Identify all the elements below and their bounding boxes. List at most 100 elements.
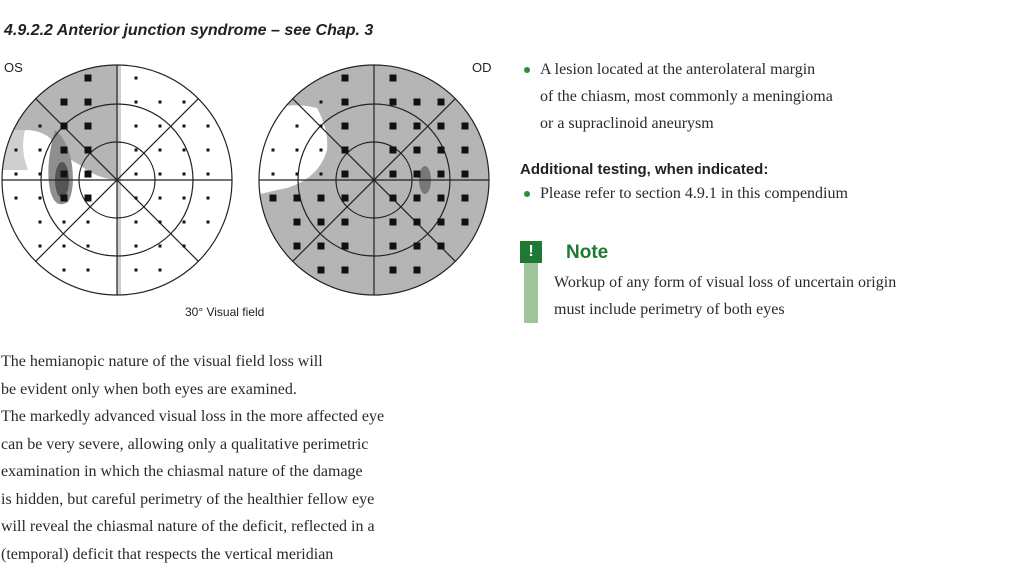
body-line: is hidden, but careful perimetry of the …	[1, 490, 375, 508]
dense-defect-point	[461, 170, 469, 178]
dense-defect-point	[389, 74, 397, 82]
dense-defect-point	[341, 170, 349, 178]
normal-test-point	[182, 172, 186, 176]
normal-test-point	[182, 244, 186, 248]
dense-defect-point	[341, 74, 349, 82]
normal-test-point	[134, 148, 138, 152]
normal-test-point	[206, 148, 210, 152]
normal-test-point	[295, 172, 299, 176]
normal-test-point	[62, 220, 66, 224]
normal-test-point	[206, 124, 210, 128]
dense-defect-point	[341, 266, 349, 274]
list-item-line: A lesion located at the anterolateral ma…	[540, 61, 816, 78]
normal-test-point	[206, 172, 210, 176]
body-paragraph: The hemianopic nature of the visual fiel…	[1, 348, 511, 568]
normal-test-point	[62, 244, 66, 248]
normal-test-point	[158, 268, 162, 272]
dense-defect-point	[60, 98, 68, 106]
dense-defect-point	[389, 266, 397, 274]
dense-defect-point	[293, 218, 301, 226]
normal-test-point	[182, 148, 186, 152]
list-item: Please refer to section 4.9.1 in this co…	[520, 180, 1010, 207]
normal-test-point	[158, 220, 162, 224]
body-line: (temporal) deficit that respects the ver…	[1, 545, 334, 563]
dense-defect-point	[84, 146, 92, 154]
dense-defect-point	[413, 218, 421, 226]
dense-defect-point	[317, 218, 325, 226]
normal-test-point	[158, 124, 162, 128]
dense-defect-point	[389, 170, 397, 178]
list-item-line: of the chiasm, most commonly a meningiom…	[540, 88, 833, 105]
dense-defect-point	[341, 218, 349, 226]
normal-test-point	[62, 268, 66, 272]
figure-caption: 30° Visual field	[185, 305, 265, 319]
normal-test-point	[158, 100, 162, 104]
dense-defect-point	[437, 98, 445, 106]
dense-defect-point	[389, 98, 397, 106]
normal-test-point	[158, 196, 162, 200]
dense-defect-point	[413, 266, 421, 274]
dense-defect-point	[461, 218, 469, 226]
normal-test-point	[134, 244, 138, 248]
dense-defect-point	[341, 194, 349, 202]
dense-defect-point	[60, 194, 68, 202]
dense-defect-point	[437, 170, 445, 178]
note-text: Workup of any form of visual loss of unc…	[554, 269, 1010, 323]
exclamation-icon: !	[520, 241, 542, 263]
body-line: The markedly advanced visual loss in the…	[1, 408, 385, 425]
dense-defect-point	[413, 242, 421, 250]
normal-test-point	[134, 196, 138, 200]
normal-test-point	[158, 244, 162, 248]
body-line: examination in which the chiasmal nature…	[1, 463, 363, 480]
note-line: must include perimetry of both eyes	[554, 301, 785, 318]
dense-defect-point	[389, 194, 397, 202]
dense-defect-point	[84, 98, 92, 106]
normal-test-point	[38, 172, 42, 176]
normal-test-point	[134, 268, 138, 272]
section-heading: 4.9.2.2 Anterior junction syndrome – see…	[4, 22, 374, 39]
body-line: will reveal the chiasmal nature of the d…	[1, 518, 375, 535]
normal-test-point	[206, 220, 210, 224]
list-item-line: or a supraclinoid aneurysm	[540, 115, 714, 132]
spared-superonasal-region	[259, 105, 328, 195]
normal-test-point	[38, 148, 42, 152]
dense-defect-point	[437, 194, 445, 202]
dense-defect-point	[60, 146, 68, 154]
list-item: A lesion located at the anterolateral ma…	[520, 56, 1010, 137]
dense-defect-point	[317, 266, 325, 274]
left-eye-visual-field	[1, 64, 233, 296]
list-item-line: Please refer to section 4.9.1 in this co…	[540, 185, 848, 202]
normal-test-point	[319, 124, 323, 128]
dense-defect-point	[389, 218, 397, 226]
dense-defect-point	[341, 146, 349, 154]
normal-test-point	[134, 220, 138, 224]
normal-test-point	[158, 172, 162, 176]
dense-defect-point	[437, 218, 445, 226]
dense-defect-point	[60, 122, 68, 130]
normal-test-point	[134, 172, 138, 176]
normal-test-point	[319, 100, 323, 104]
dense-defect-point	[413, 98, 421, 106]
dense-defect-point	[269, 194, 277, 202]
normal-test-point	[134, 100, 138, 104]
dense-defect-point	[389, 242, 397, 250]
normal-test-point	[182, 124, 186, 128]
normal-test-point	[38, 244, 42, 248]
normal-test-point	[295, 124, 299, 128]
dense-defect-point	[317, 194, 325, 202]
normal-test-point	[295, 148, 299, 152]
additional-testing-heading: Additional testing, when indicated:	[520, 161, 769, 178]
findings-list: A lesion located at the anterolateral ma…	[520, 56, 1010, 137]
note-box: ! Note Workup of any form of visual loss…	[520, 241, 1010, 323]
normal-test-point	[134, 76, 138, 80]
normal-test-point	[38, 220, 42, 224]
left-eye-label: OS	[4, 60, 23, 75]
normal-test-point	[14, 172, 18, 176]
dense-defect-point	[84, 122, 92, 130]
note-line: Workup of any form of visual loss of unc…	[554, 274, 897, 291]
normal-test-point	[158, 148, 162, 152]
dense-defect-point	[60, 170, 68, 178]
dense-defect-point	[437, 122, 445, 130]
dense-defect-point	[413, 146, 421, 154]
dense-defect-point	[437, 242, 445, 250]
